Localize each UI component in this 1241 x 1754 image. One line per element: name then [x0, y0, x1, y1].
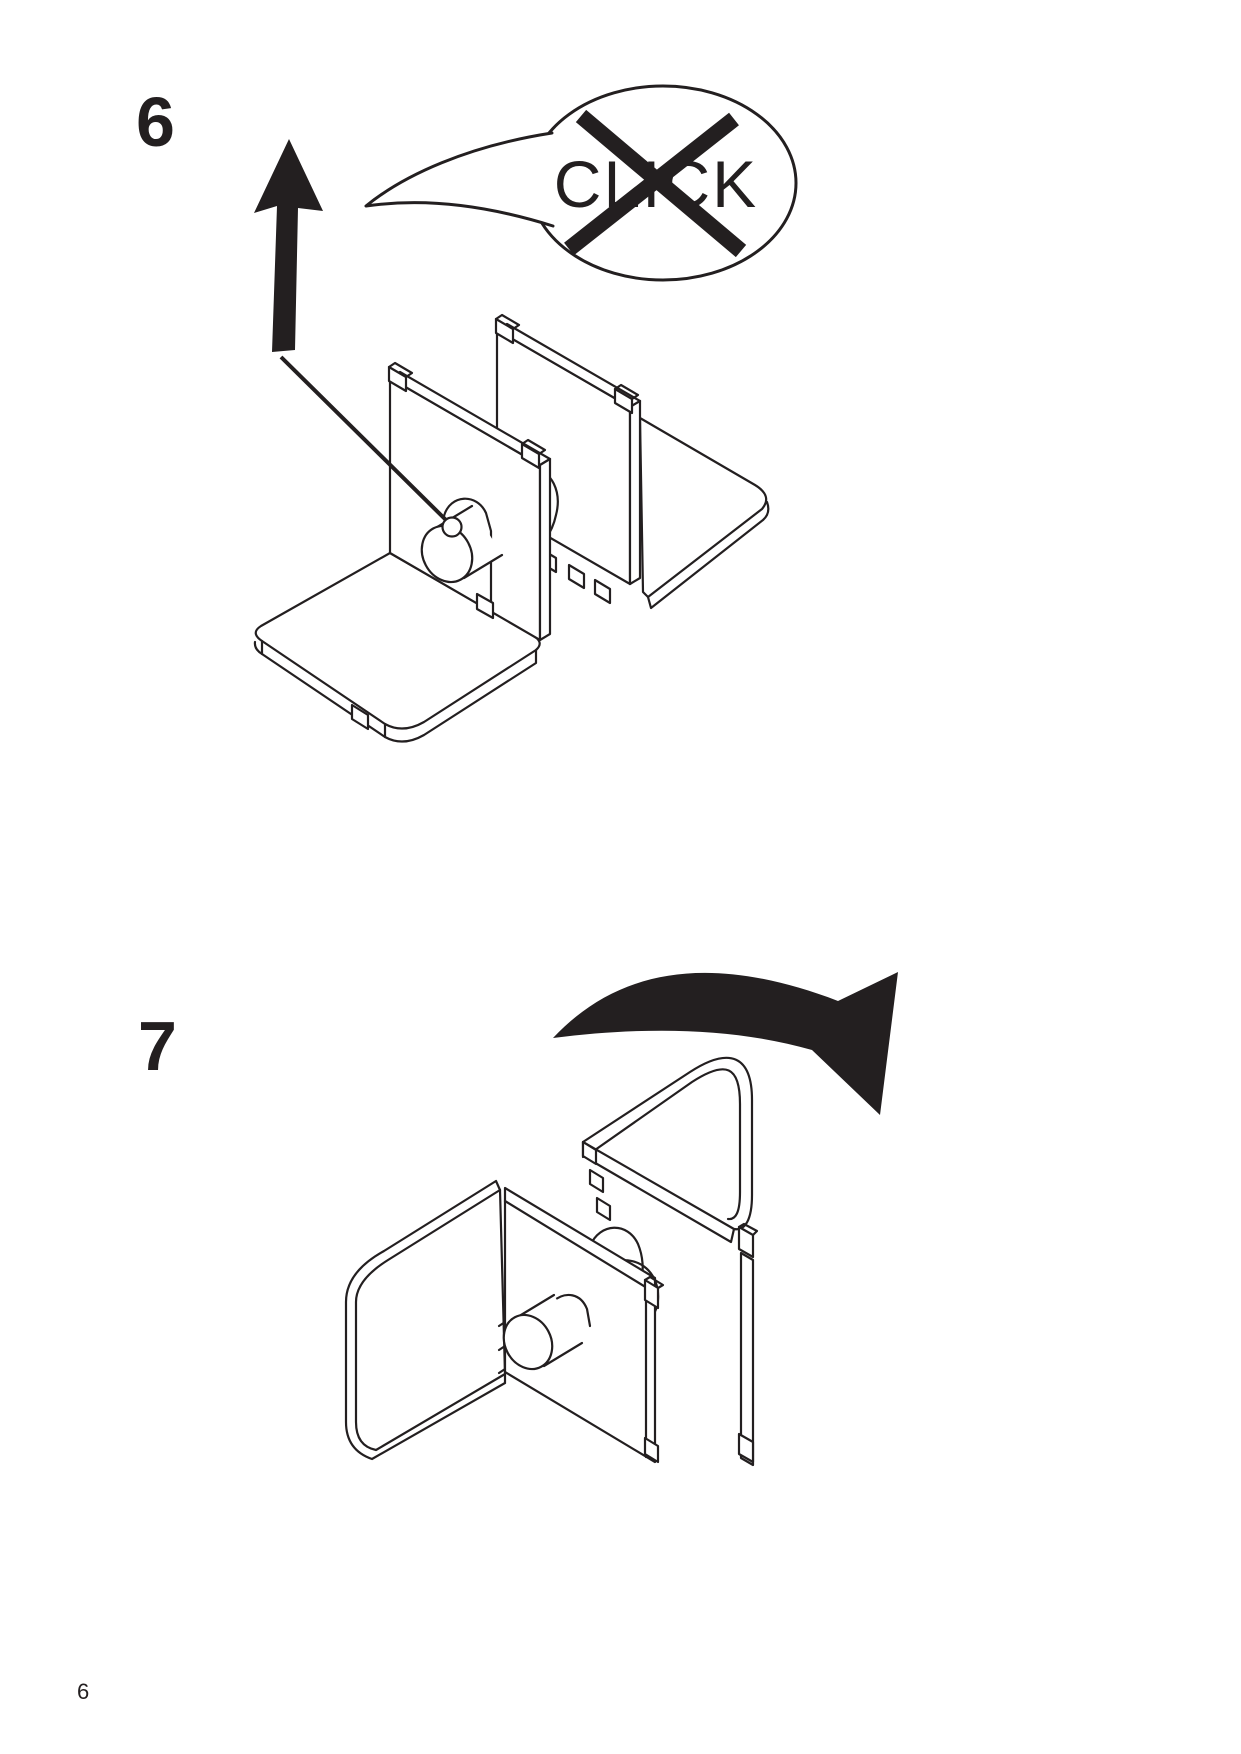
- pin-leader-line: [279, 355, 450, 524]
- base-plate: [581, 1056, 754, 1231]
- step-7-number: 7: [138, 1007, 177, 1085]
- step-7-diagram: [344, 972, 898, 1467]
- panel-edge: [739, 1251, 755, 1467]
- base-plate: [254, 551, 541, 730]
- page-number: 6: [77, 1679, 90, 1704]
- tooth-notch: [593, 578, 612, 605]
- step-6-number: 6: [136, 83, 175, 161]
- dowel-tab: [613, 387, 634, 415]
- dowel-tab: [737, 1432, 755, 1464]
- rotate-arrow-icon: [553, 972, 898, 1115]
- tooth-notch: [588, 1168, 605, 1194]
- edge-notch: [475, 592, 495, 620]
- slot-arch: [550, 1293, 592, 1328]
- rotated-panel-piece: [581, 1056, 759, 1467]
- front-panel-piece: [253, 361, 552, 743]
- tooth-notch: [567, 563, 586, 590]
- lock-pin: [441, 516, 463, 538]
- front-panel-piece: [344, 1179, 665, 1464]
- side-panel: [503, 1186, 657, 1464]
- cross-out-x-icon: [564, 109, 747, 258]
- dowel-tab: [520, 442, 541, 470]
- dowel-tab: [737, 1225, 755, 1259]
- bubble-tail: [366, 133, 553, 226]
- no-click-bubble: CLICK: [364, 84, 798, 282]
- base-plate: [354, 1188, 507, 1452]
- step-6-diagram: CLICK: [253, 84, 798, 743]
- up-arrow-icon: [254, 139, 323, 352]
- dowel-tab: [494, 317, 515, 345]
- base-plate: [638, 416, 768, 599]
- tooth-notch: [581, 1140, 598, 1166]
- dowel-tab: [643, 1278, 660, 1310]
- dowel-tab: [387, 365, 408, 393]
- tooth-notch: [595, 1196, 612, 1222]
- dowel-tab: [643, 1436, 660, 1464]
- edge-notch: [350, 703, 370, 731]
- locking-cylinder: [502, 1293, 584, 1371]
